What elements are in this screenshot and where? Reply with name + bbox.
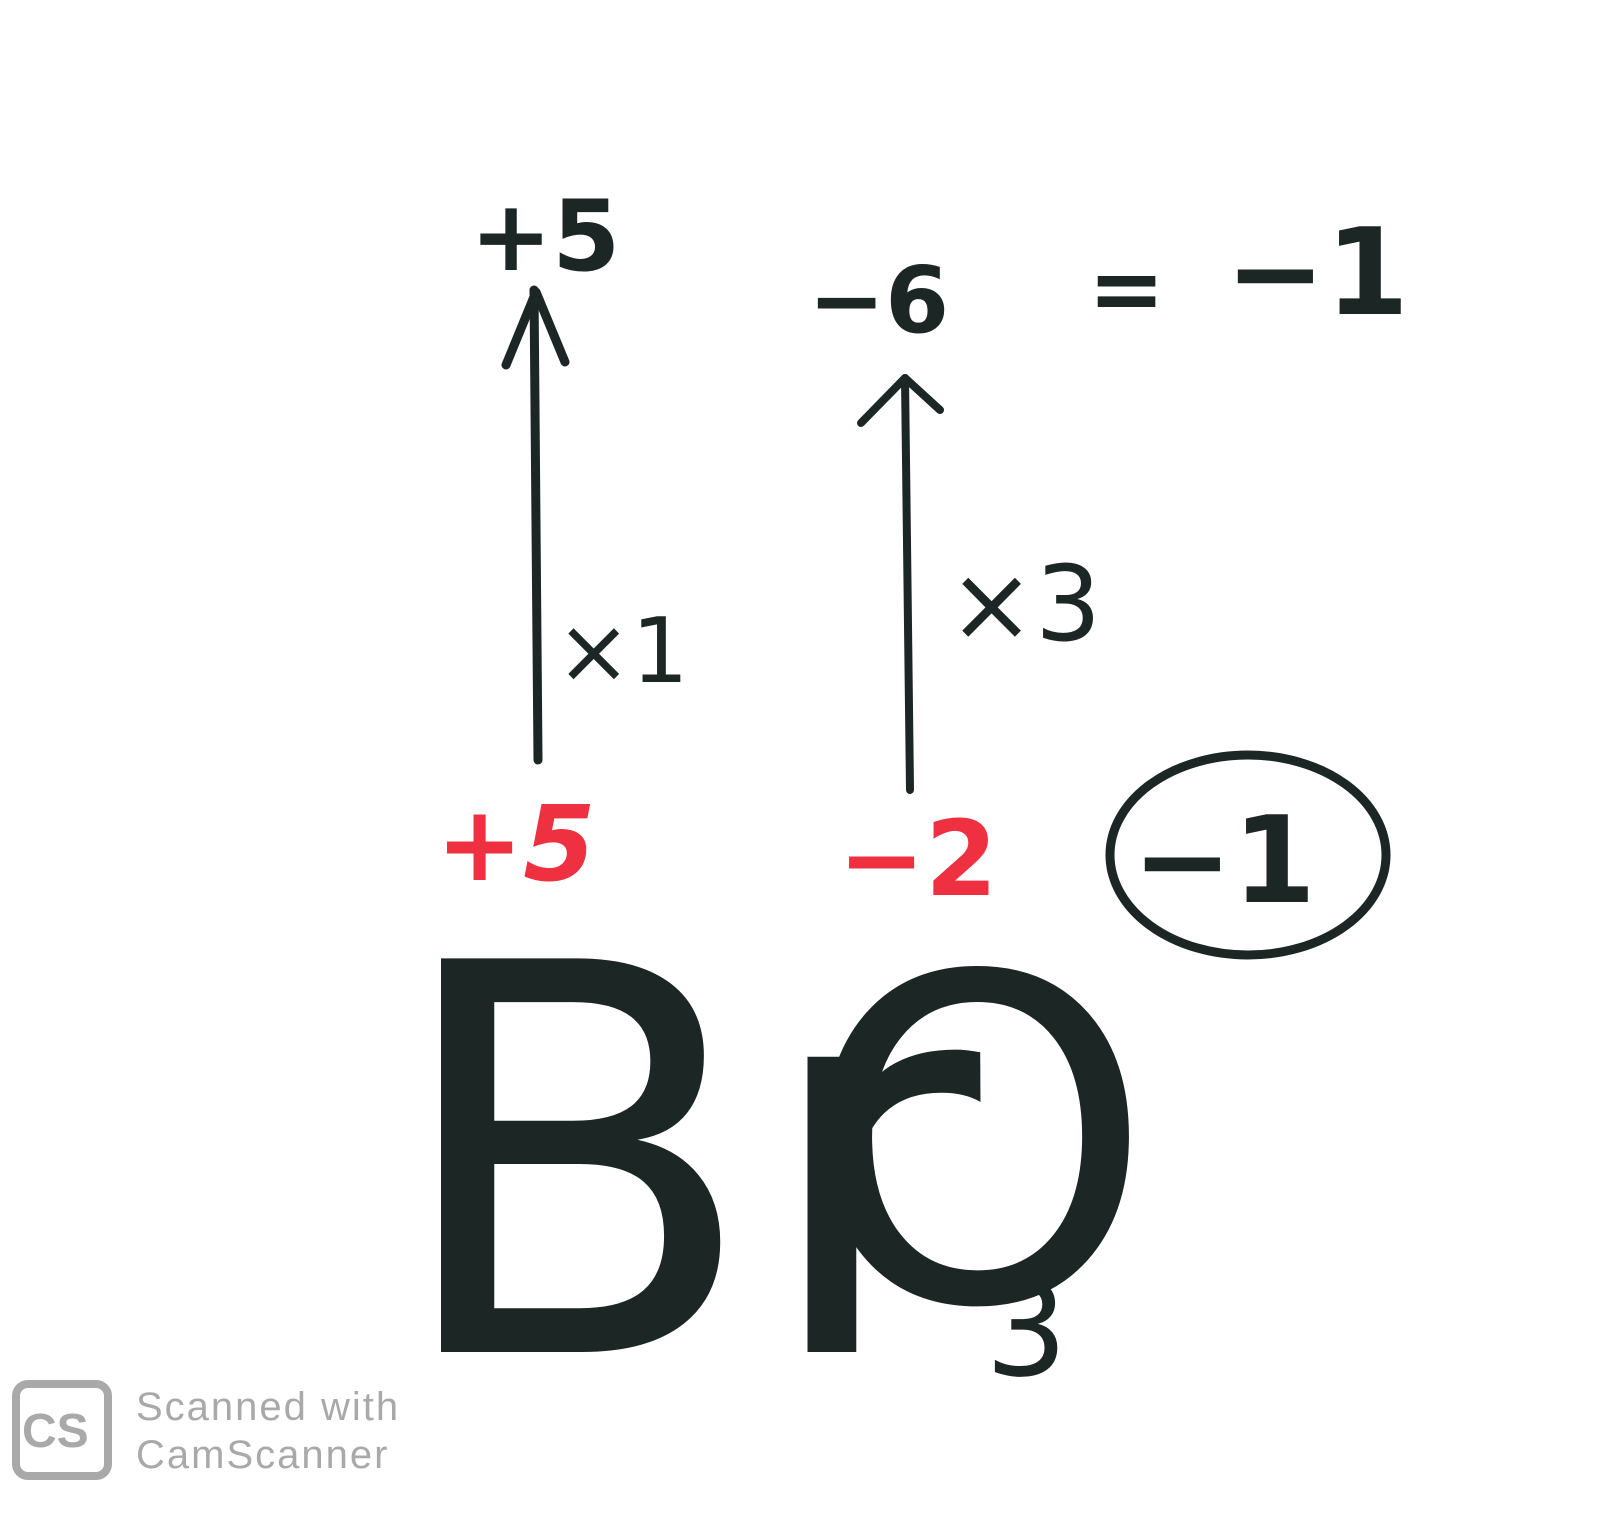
oxygen-total-label: −6 [808, 247, 949, 354]
camscanner-watermark: CS Scanned with CamScanner [12, 1380, 400, 1480]
camscanner-logo-text: CS [22, 1405, 89, 1458]
formula-oxygen-symbol: O [800, 883, 1154, 1407]
formula-subscript: 3 [985, 1254, 1068, 1406]
bromine-multiplier: ×1 [556, 599, 689, 704]
oxygen-oxidation-state: −2 [838, 798, 998, 920]
ion-charge-label: −1 [1132, 792, 1316, 931]
bromine-arrow [501, 285, 570, 765]
bromine-total-label: +5 [470, 180, 620, 294]
formula-bromine-symbol: Br [388, 852, 986, 1480]
camscanner-logo-icon [12, 1380, 112, 1480]
sum-label: −1 [1225, 204, 1409, 343]
bromine-oxidation-state: +5 [436, 783, 596, 905]
ion-charge-circle: −1 [1105, 750, 1391, 960]
watermark-line-2: CamScanner [136, 1433, 389, 1477]
oxygen-multiplier: ×3 [948, 543, 1101, 665]
watermark-line-1: Scanned with [136, 1385, 400, 1429]
oxygen-arrow [857, 374, 944, 794]
equals-sign: = [1088, 235, 1165, 342]
